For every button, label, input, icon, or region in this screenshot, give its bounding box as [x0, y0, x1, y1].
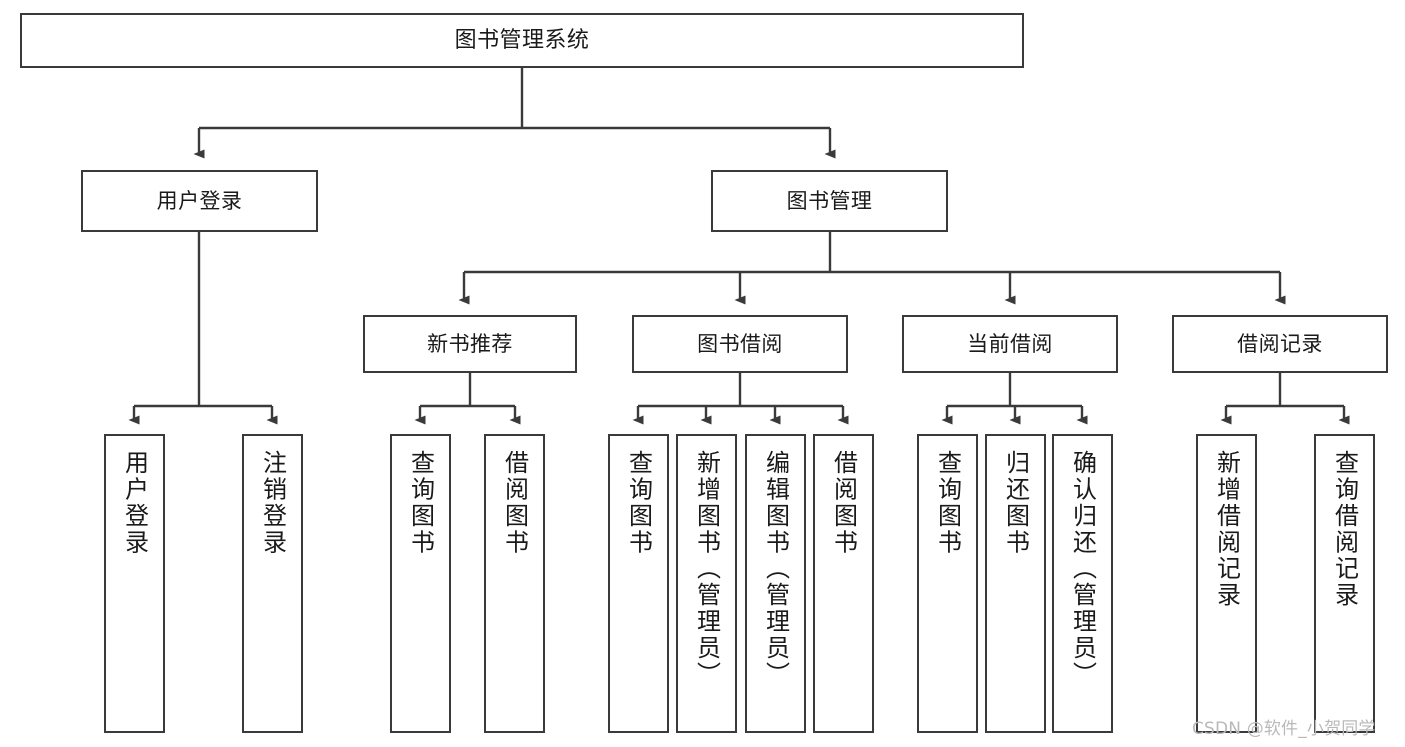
- node-label: 图书管理系统: [454, 27, 590, 53]
- node-label: 用户登录: [120, 450, 149, 556]
- leaf-new-book-query[interactable]: 查询图书: [390, 434, 451, 733]
- leaf-user-login-login[interactable]: 用户登录: [104, 434, 165, 733]
- leaf-records-add-record[interactable]: 新增借阅记录: [1196, 434, 1257, 733]
- node-borrow-records[interactable]: 借阅记录: [1172, 315, 1388, 373]
- node-label: 新增借阅记录: [1212, 450, 1241, 609]
- node-label: 图书管理: [786, 188, 873, 213]
- node-book-borrow[interactable]: 图书借阅: [632, 315, 848, 373]
- node-label: 归还图书: [1001, 450, 1030, 556]
- node-label: 当前借阅: [967, 331, 1053, 356]
- leaf-borrow-edit-book-admin[interactable]: 编辑图书（管理员）: [745, 434, 806, 733]
- leaf-borrow-query-book[interactable]: 查询图书: [608, 434, 669, 733]
- node-book-management[interactable]: 图书管理: [711, 170, 948, 232]
- node-current-borrow[interactable]: 当前借阅: [902, 315, 1118, 373]
- node-label: 注销登录: [258, 450, 287, 556]
- node-label: 编辑图书（管理员）: [761, 450, 790, 688]
- node-new-book-recommend[interactable]: 新书推荐: [363, 315, 577, 373]
- node-label: 用户登录: [156, 188, 243, 213]
- leaf-borrow-borrow-book[interactable]: 借阅图书: [813, 434, 874, 733]
- node-label: 查询图书: [406, 450, 435, 556]
- node-label: 借阅图书: [500, 450, 529, 556]
- node-label: 查询图书: [624, 450, 653, 556]
- leaf-new-book-borrow[interactable]: 借阅图书: [484, 434, 545, 733]
- node-label: 确认归还（管理员）: [1068, 450, 1097, 688]
- leaf-records-query-record[interactable]: 查询借阅记录: [1314, 434, 1375, 733]
- node-label: 借阅记录: [1237, 331, 1323, 356]
- leaf-user-login-logout[interactable]: 注销登录: [242, 434, 303, 733]
- leaf-current-return-book[interactable]: 归还图书: [985, 434, 1046, 733]
- node-label: 新增图书（管理员）: [692, 450, 721, 688]
- leaf-borrow-add-book-admin[interactable]: 新增图书（管理员）: [676, 434, 737, 733]
- node-label: 借阅图书: [829, 450, 858, 556]
- node-label: 查询借阅记录: [1330, 450, 1359, 609]
- leaf-current-query-book[interactable]: 查询图书: [917, 434, 978, 733]
- leaf-current-confirm-return-admin[interactable]: 确认归还（管理员）: [1052, 434, 1113, 733]
- node-label: 查询图书: [933, 450, 962, 556]
- node-user-login[interactable]: 用户登录: [81, 170, 318, 232]
- node-root-system[interactable]: 图书管理系统: [20, 13, 1024, 68]
- node-label: 图书借阅: [697, 331, 783, 356]
- node-label: 新书推荐: [427, 331, 513, 356]
